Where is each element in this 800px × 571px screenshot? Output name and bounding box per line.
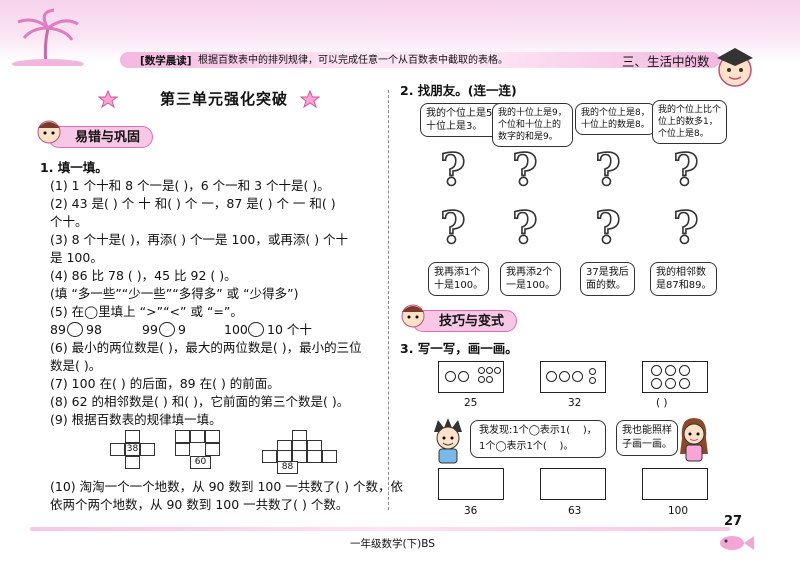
student-mascot-icon bbox=[37, 120, 61, 144]
box-label: 36 bbox=[464, 505, 478, 517]
box-label-blank: ( ) bbox=[656, 397, 668, 409]
question-mark-icon: ? bbox=[511, 203, 538, 254]
clue-bubble: 我再添1个 十是100。 bbox=[428, 262, 490, 296]
q1-line: (1) 1 个十和 8 个一是( )，6 个一和 3 个十是( )。 bbox=[50, 178, 330, 193]
hundred-chart-grid: 88 bbox=[262, 430, 352, 480]
question-mark-icon: ? bbox=[594, 203, 621, 254]
clue-bubble: 我再添2个 一是100。 bbox=[500, 262, 562, 296]
q1-line: (5) 在◯里填上 “>”“<” 或 “=”。 bbox=[50, 304, 243, 319]
clue-bubble: 我的十位上是9， 个位和十位上的 数字的和是9。 bbox=[492, 103, 573, 147]
question-mark-icon: ? bbox=[439, 145, 466, 196]
compare-right: 9 bbox=[178, 322, 186, 337]
bead-box bbox=[540, 361, 606, 393]
q1-line: (3) 8 个十是( )，再添( ) 个一是 100，或再添( ) 个十 bbox=[50, 232, 349, 247]
girl-speech-bubble: 我也能照样 子画一画。 bbox=[616, 420, 678, 456]
q1-line: (4) 86 比 78 ( )，45 比 92 ( )。 bbox=[50, 268, 237, 283]
q1-line: 是 100。 bbox=[50, 250, 103, 265]
girl-character-icon bbox=[680, 418, 708, 462]
q1-line: (9) 根据百数表的规律填一填。 bbox=[50, 412, 222, 427]
palm-tree-icon bbox=[12, 8, 84, 66]
empty-draw-box[interactable] bbox=[540, 468, 606, 500]
q1-line: 数是( )。 bbox=[50, 358, 102, 373]
tip-text: 根据百数表中的排列规律，可以完成任意一个从百数表中截取的表格。 bbox=[198, 55, 508, 66]
q1-line: 个十。 bbox=[50, 214, 88, 229]
hundred-chart-grid: 60 bbox=[175, 430, 245, 480]
question-mark-icon: ? bbox=[594, 145, 621, 196]
header-band bbox=[0, 0, 800, 62]
header-bar bbox=[120, 52, 720, 68]
star-icon bbox=[300, 90, 320, 108]
star-icon bbox=[98, 90, 118, 108]
clue-bubble: 我的相邻数 是87和89。 bbox=[650, 262, 718, 296]
compare-right: 10 个十 bbox=[267, 322, 312, 337]
empty-draw-box[interactable] bbox=[642, 468, 708, 500]
q1-line10b: 依两个两个地数，从 90 数到 100 一共数了( ) 个数。 bbox=[50, 497, 349, 512]
grid-number: 38 bbox=[125, 443, 140, 456]
bead-box bbox=[438, 361, 504, 393]
page-number: 27 bbox=[724, 514, 743, 529]
column-divider bbox=[388, 90, 389, 510]
section-tag-mistakes: 易错与巩固 bbox=[48, 126, 154, 148]
q1-line10a: (10) 淘淘一个一个地数，从 90 数到 100 一共数了( ) 个数，依 bbox=[50, 479, 403, 494]
compare-circle[interactable] bbox=[67, 322, 83, 337]
question-mark-icon: ? bbox=[511, 145, 538, 196]
q1-heading: 1. 填一填。 bbox=[40, 160, 108, 175]
tip-label: [数学晨读] bbox=[140, 55, 192, 67]
compare-right: 98 bbox=[86, 322, 102, 337]
footer-line bbox=[30, 527, 730, 531]
question-mark-icon: ? bbox=[672, 203, 699, 254]
hundred-chart-grid: 38 bbox=[110, 430, 160, 480]
compare-left: 100 bbox=[224, 322, 248, 337]
box-label: 32 bbox=[568, 397, 582, 409]
q1-line: (8) 62 的相邻数是( ) 和( )，它前面的第三个数是( )。 bbox=[50, 394, 350, 409]
compare-circle[interactable] bbox=[248, 322, 264, 337]
section-tag-techniques: 技巧与变式 bbox=[412, 310, 518, 332]
chapter-title: 三、生活中的数 bbox=[622, 54, 710, 69]
compare-left: 89 bbox=[50, 322, 66, 337]
bead-box bbox=[642, 361, 708, 393]
q2-heading: 2. 找朋友。(连一连) bbox=[400, 83, 517, 98]
clue-bubble: 我的个位上比个 位上的数多1， 个位上是8。 bbox=[652, 100, 728, 144]
q3-heading: 3. 写一写，画一画。 bbox=[400, 341, 518, 356]
empty-draw-box[interactable] bbox=[438, 468, 504, 500]
boy-character-icon bbox=[434, 418, 462, 464]
graduate-mascot-icon bbox=[717, 48, 753, 87]
grid-number: 88 bbox=[277, 461, 298, 474]
page-title: 第三单元强化突破 bbox=[160, 90, 289, 108]
q1-line: (7) 100 在( ) 的后面，89 在( ) 的前面。 bbox=[50, 376, 280, 391]
box-label: 63 bbox=[568, 505, 582, 517]
question-mark-icon: ? bbox=[672, 145, 699, 196]
clue-bubble: 我的个位上是8， 十位上的数是8。 bbox=[575, 103, 656, 135]
question-mark-icon: ? bbox=[439, 203, 466, 254]
q1-line: (6) 最小的两位数是( )，最大的两位数是( )，最小的三位 bbox=[50, 340, 362, 355]
student-mascot-icon bbox=[401, 304, 425, 328]
q1-line: (填 “多一些”“少一些”“多得多” 或 “少得多”) bbox=[50, 286, 299, 301]
box-label: 25 bbox=[464, 397, 478, 409]
clue-bubble: 37是我后 面的数。 bbox=[580, 262, 635, 296]
q1-line: (2) 43 是( ) 个 十 和( ) 个 一，87 是( ) 个 一 和( … bbox=[50, 196, 336, 211]
small-beads bbox=[477, 367, 501, 389]
compare-left: 99 bbox=[142, 322, 158, 337]
fish-icon bbox=[720, 536, 754, 550]
boy-speech-bubble: 我发现:1个◯表示1( )， 1个◯表示1个( )。 bbox=[470, 420, 606, 458]
footer-text: 一年级数学(下)BS bbox=[350, 538, 435, 550]
compare-circle[interactable] bbox=[159, 322, 175, 337]
box-label: 100 bbox=[668, 505, 689, 517]
grid-number: 60 bbox=[190, 456, 211, 469]
